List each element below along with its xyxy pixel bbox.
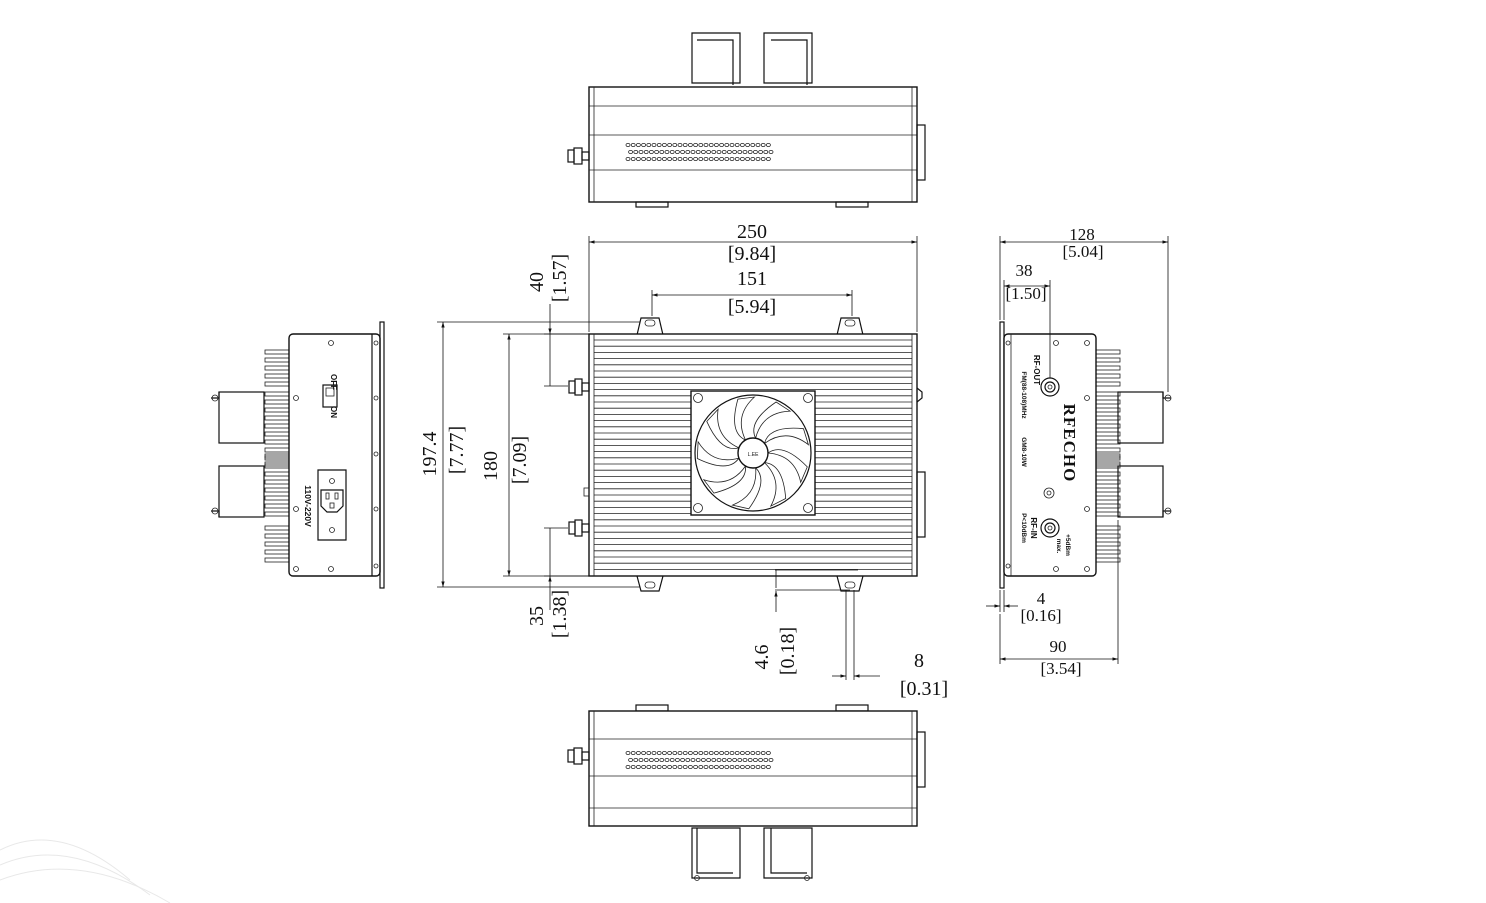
dim-bottom-connector-mm: 35 xyxy=(526,606,548,626)
dim-overall-height-in: [7.77] xyxy=(446,426,468,474)
dim-body-height-mm: 180 xyxy=(480,451,502,481)
dim-slot-mm: 8 xyxy=(914,650,924,672)
dim-top-connector-mm: 40 xyxy=(526,272,548,292)
vent-holes xyxy=(625,751,774,770)
dim-slot-in: [0.31] xyxy=(900,678,948,700)
dim-overall-length-mm: 250 xyxy=(737,221,767,243)
dimension-lines xyxy=(437,236,1169,680)
dim-connector-depth-mm: 38 xyxy=(1016,261,1033,280)
dim-overall-height-mm: 197.4 xyxy=(419,432,441,477)
mount-tab xyxy=(636,317,664,336)
bottom-side-view xyxy=(567,704,926,881)
cooling-fan-icon: L.EE xyxy=(690,390,816,516)
top-view-body xyxy=(588,86,918,203)
max-power-label: +5dBm xyxy=(1064,534,1071,556)
rf-in-label: RF-IN xyxy=(1029,517,1038,539)
rf-in-power-label: P<10dBm xyxy=(1020,513,1027,543)
dim-flange-mm: 4.6 xyxy=(751,645,773,670)
right-end-view: RF-OUT FM(88-108)MHz RFECHO GM8-10W RF-I… xyxy=(999,321,1172,589)
dim-overall-depth-in: [5.04] xyxy=(1062,242,1103,261)
rf-connector-icon xyxy=(568,519,590,537)
switch-off-label: OFF xyxy=(329,374,338,390)
max-label: max. xyxy=(1055,539,1062,554)
dim-top-connector-in: [1.57] xyxy=(549,254,571,302)
handle-bracket-right xyxy=(763,827,813,879)
handle-bracket xyxy=(1117,391,1164,444)
dim-body-height-in: [7.09] xyxy=(509,436,531,484)
mount-tab xyxy=(836,317,864,336)
handle-bracket xyxy=(218,391,265,444)
mount-tab xyxy=(836,575,864,592)
heatsink-body xyxy=(588,333,918,577)
vent-holes xyxy=(625,142,774,161)
indicator-led-icon xyxy=(1043,487,1055,499)
dim-flange-in: [0.18] xyxy=(777,627,799,675)
rf-connector-icon xyxy=(567,747,590,765)
dim-mount-spacing-mm: 151 xyxy=(737,268,767,290)
rf-out-freq-label: FM(88-108)MHz xyxy=(1020,371,1027,419)
dim-mount-spacing-in: [5.94] xyxy=(728,296,776,318)
model-label: GM8-10W xyxy=(1020,437,1027,467)
power-inlet-icon xyxy=(317,469,347,541)
rf-connector-icon xyxy=(567,147,590,165)
front-view: L.EE xyxy=(568,317,926,592)
mount-tab xyxy=(636,575,664,592)
dim-body-depth-in: [3.54] xyxy=(1040,659,1081,678)
power-switch-icon xyxy=(322,384,338,408)
rf-out-label: RF-OUT xyxy=(1032,355,1041,385)
dim-overall-depth-mm: 128 xyxy=(1069,225,1095,244)
top-side-view xyxy=(567,32,926,208)
heatsink-fins xyxy=(593,334,913,576)
left-end-view: OFF ON 110V-220V xyxy=(211,321,385,589)
dim-panel-thickness-in: [0.16] xyxy=(1020,606,1061,625)
dim-panel-thickness-mm: 4 xyxy=(1037,589,1046,608)
rf-connector-icon xyxy=(568,378,590,396)
handle-bracket-right xyxy=(763,32,813,84)
dimension-labels: 250 [9.84] 151 [5.94] 40 [1.57] 35 [1.38… xyxy=(419,221,1104,700)
rf-in-connector-icon xyxy=(1040,518,1060,538)
handle-bracket xyxy=(1117,465,1164,518)
dim-body-depth-mm: 90 xyxy=(1050,637,1067,656)
fan-label: L.EE xyxy=(748,452,760,458)
dim-bottom-connector-in: [1.38] xyxy=(549,590,571,638)
handle-bracket-left xyxy=(691,32,741,84)
handle-bracket-left xyxy=(691,827,741,879)
handle-bracket xyxy=(218,465,265,518)
brand-logo-text: RFECHO xyxy=(1060,404,1079,483)
switch-on-label: ON xyxy=(329,406,338,418)
dim-overall-length-in: [9.84] xyxy=(728,243,776,265)
voltage-label: 110V-220V xyxy=(303,485,313,527)
dim-connector-depth-in: [1.50] xyxy=(1005,284,1046,303)
background-swoosh xyxy=(0,839,171,903)
